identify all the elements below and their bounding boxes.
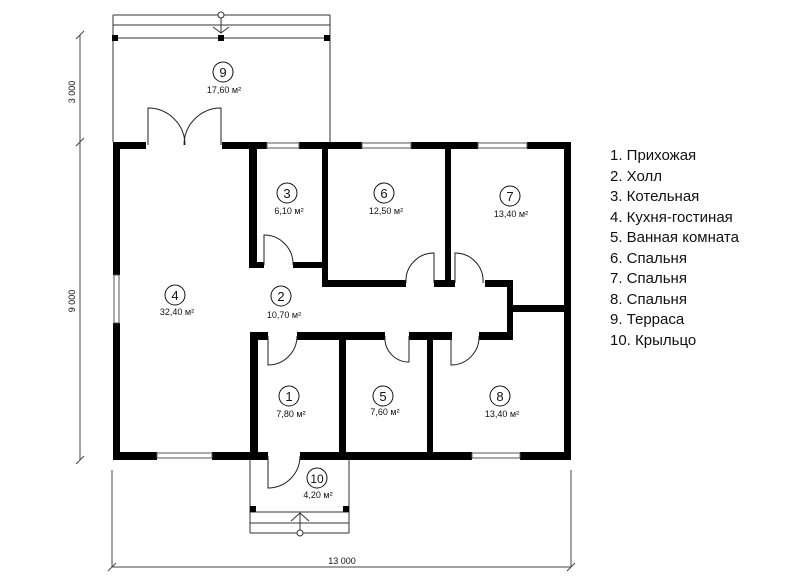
room-5-label: 5 7,60 м² [370,385,400,417]
dimension-lines [75,30,576,572]
windows [113,142,528,459]
legend-item: 10. Крыльцо [610,331,697,349]
room-number: 2 [277,289,284,304]
room-area: 32,40 м² [160,307,194,317]
room-number: 8 [496,389,503,404]
legend-item: 9. Терраса [610,311,685,328]
room-area: 6,10 м² [274,206,303,216]
room-7-label: 7 13,40 м² [494,185,528,219]
room-area: 7,60 м² [370,407,399,417]
legend-item: 6. Спальня [610,249,687,267]
room-3-label: 3 6,10 м² [274,182,304,216]
room-8-label: 8 13,40 м² [485,385,519,419]
room-number: 4 [171,288,178,303]
doors [147,107,484,489]
legend-item: 3. Котельная [610,188,700,205]
terrace-posts [112,35,330,41]
room-area: 17,60 м² [207,85,241,95]
room-number: 9 [219,65,226,80]
legend-item: 2. Холл [610,167,663,185]
room-4-label: 4 32,40 м² [160,284,194,317]
porch-outline [249,460,350,537]
dimension-terrace-depth: 3 000 [67,81,77,104]
legend-item: 4. Кухня-гостиная [610,208,733,226]
room-area: 13,40 м² [485,409,519,419]
walls [113,142,571,460]
room-area: 4,20 м² [303,490,332,500]
room-area: 7,80 м² [276,409,305,419]
room-area: 12,50 м² [369,206,403,216]
room-9-label: 9 17,60 м² [207,61,241,95]
room-area: 13,40 м² [494,209,528,219]
legend-item: 8. Спальня [610,290,687,308]
room-1-label: 1 7,80 м² [276,385,306,419]
room-2-label: 2 10,70 м² [267,285,301,320]
dimension-house-depth: 9 000 [67,290,77,313]
room-number: 1 [285,389,292,404]
porch-posts [250,506,349,512]
room-number: 3 [283,186,290,201]
room-legend: 1. Прихожая 2. Холл 3. Котельная 4. Кухн… [610,146,739,351]
dimension-house-width: 13 000 [328,556,356,566]
room-10-label: 10 4,20 м² [303,467,333,500]
room-number: 5 [379,389,386,404]
legend-item: 7. Спальня [610,270,687,287]
room-number: 6 [380,186,387,201]
room-number: 10 [310,472,324,486]
room-area: 10,70 м² [267,310,301,320]
room-6-label: 6 12,50 м² [369,182,403,216]
room-number: 7 [506,189,513,204]
legend-item: 1. Прихожая [610,147,697,164]
legend-item: 5. Ванная комната [610,229,739,246]
